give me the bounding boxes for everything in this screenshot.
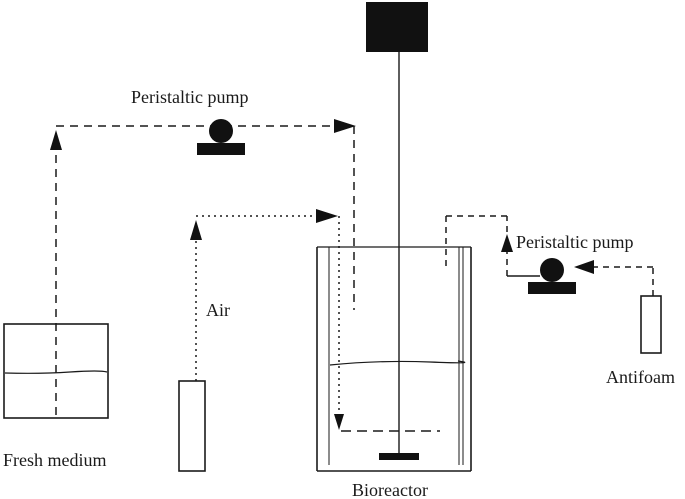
air-arrow-right <box>316 209 338 223</box>
bioreactor-liquid-level <box>329 360 466 366</box>
peristaltic-pump-right <box>528 258 576 294</box>
bioreactor-vessel <box>316 246 472 472</box>
antifoam-arrow-up <box>501 234 513 252</box>
antifoam-feed-line <box>445 215 654 296</box>
label-peristaltic-pump-right: Peristaltic pump <box>516 232 633 252</box>
air-supply-line <box>195 215 340 416</box>
label-air: Air <box>206 300 230 320</box>
air-arrow-down <box>334 414 344 430</box>
label-fresh-medium: Fresh medium <box>3 450 107 470</box>
air-arrow-up <box>190 220 202 240</box>
fresh-medium-feed-line <box>55 125 355 415</box>
fresh-medium-arrow-right <box>334 119 356 133</box>
label-antifoam: Antifoam <box>606 367 675 387</box>
fresh-medium-arrow-up <box>50 130 62 150</box>
antifoam-arrow-left <box>574 260 594 274</box>
air-cylinder <box>178 380 206 472</box>
antifoam-bottle <box>640 295 662 354</box>
fresh-medium-liquid-level <box>4 370 108 374</box>
label-peristaltic-pump-left: Peristaltic pump <box>131 87 248 107</box>
peristaltic-pump-left <box>197 119 245 155</box>
motor-block <box>366 2 428 52</box>
impeller <box>379 453 419 460</box>
label-bioreactor: Bioreactor <box>352 480 428 499</box>
